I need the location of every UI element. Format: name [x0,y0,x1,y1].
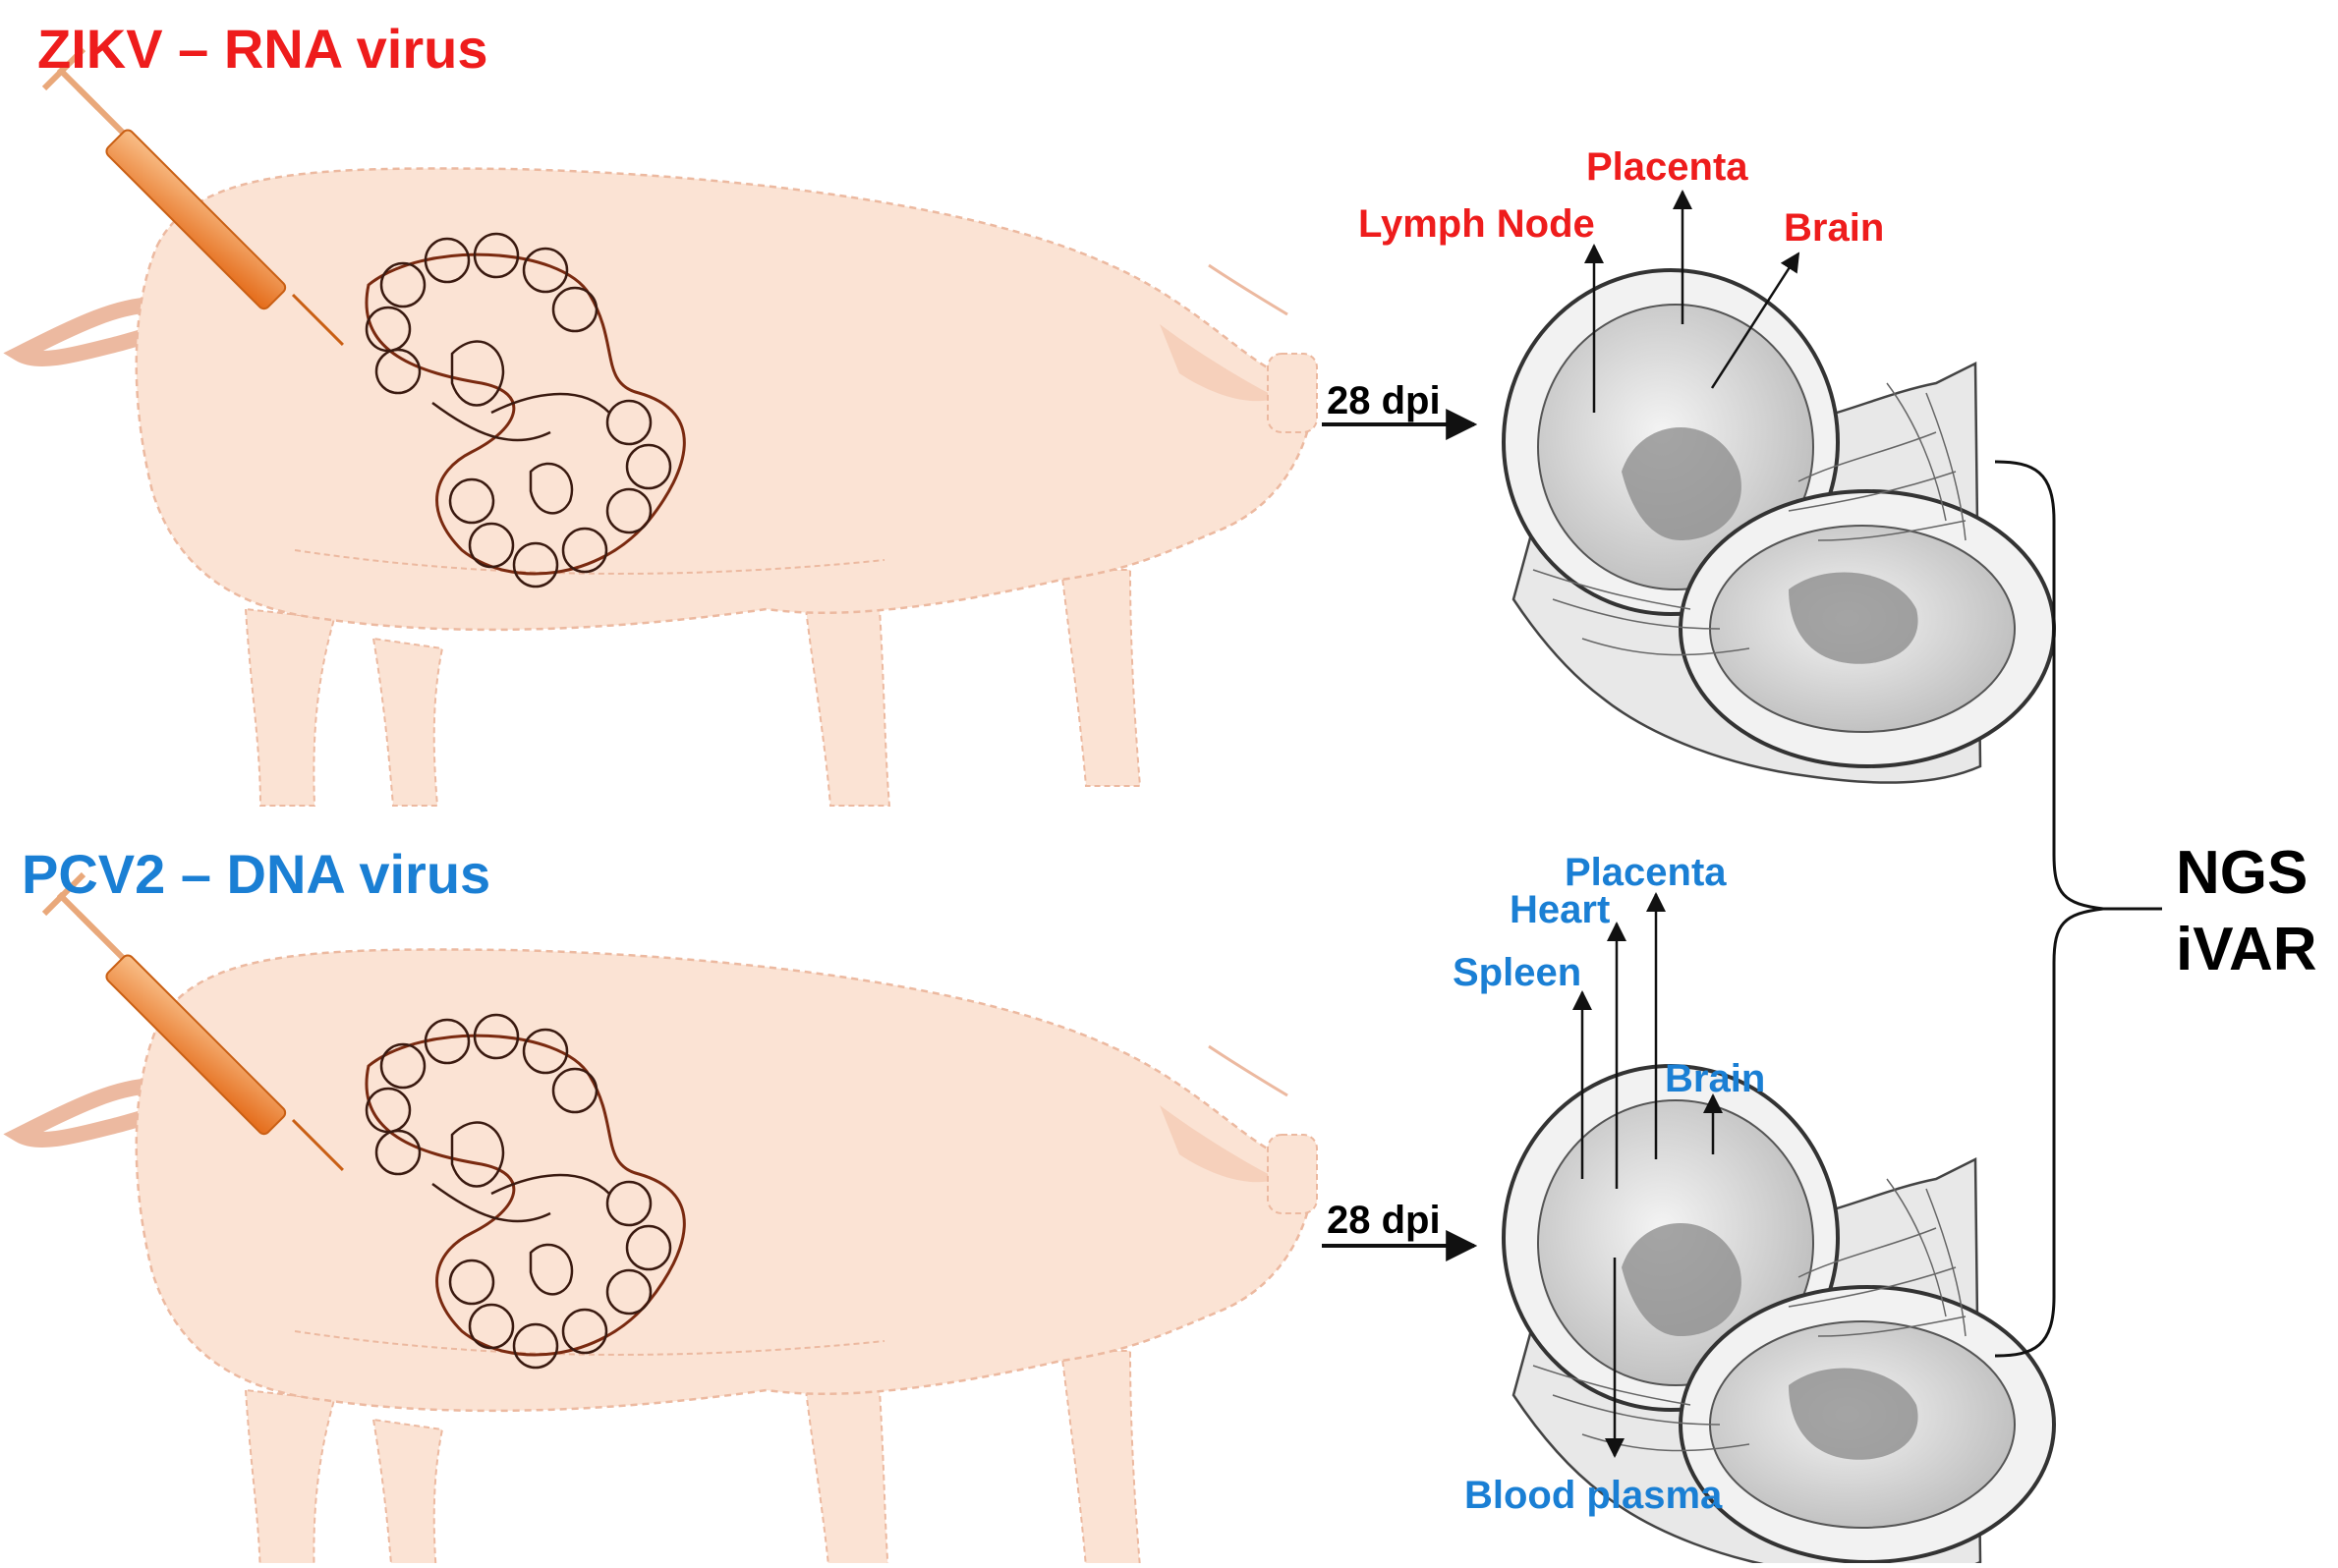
virus-label-pcv2: PCV2 – DNA virus [22,843,491,905]
virus-label-zikv: ZIKV – RNA virus [37,18,488,80]
timepoint-label-bottom: 28 dpi [1327,1199,1441,1242]
pig-illustration-top [20,49,1317,806]
tissue-label-blood-plasma: Blood plasma [1464,1474,1723,1517]
analysis-line-ivar: iVAR [2176,915,2317,983]
uterus-illustration-top [1502,268,2056,785]
leader-lines-top [1584,190,1800,413]
tissue-label-placenta-bottom: Placenta [1565,851,1727,894]
analysis-label: NGS iVAR [2176,835,2317,987]
pig-illustration-bottom [20,874,1317,1563]
curly-bracket [1993,460,2162,1358]
timepoint-label-top: 28 dpi [1327,379,1441,422]
tissue-label-heart: Heart [1510,888,1611,931]
leader-lines-bottom [1572,892,1723,1458]
tissue-label-lymph-node: Lymph Node [1358,202,1595,246]
tissue-label-brain-bottom: Brain [1665,1057,1766,1100]
analysis-line-ngs: NGS [2176,839,2309,907]
tissue-label-spleen: Spleen [1453,951,1582,994]
tissue-label-brain-top: Brain [1784,206,1885,250]
tissue-label-placenta-top: Placenta [1586,145,1748,189]
